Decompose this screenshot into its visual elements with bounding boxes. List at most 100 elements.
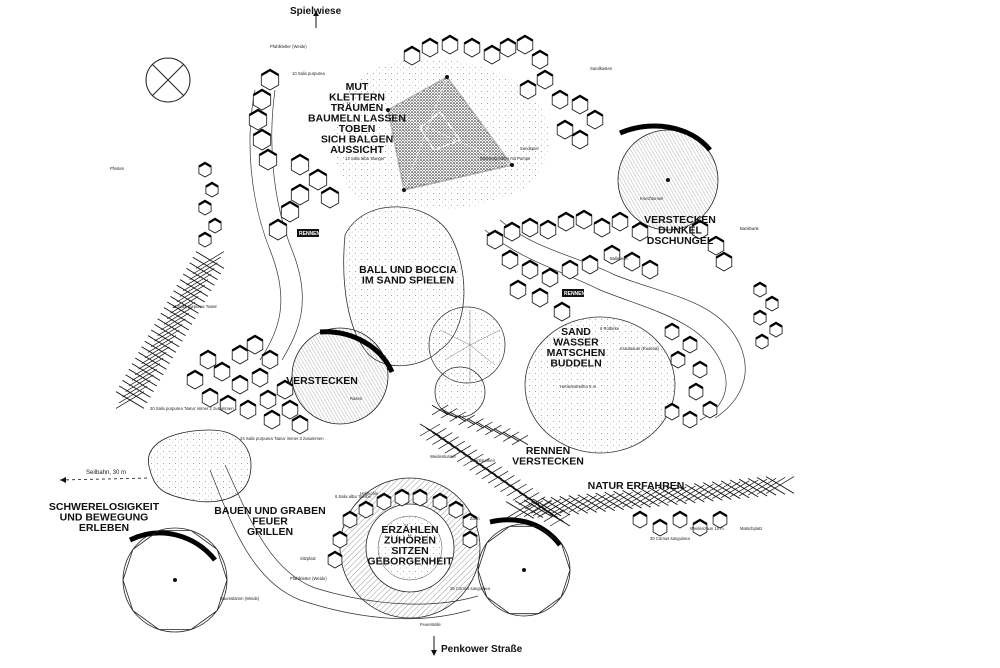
- shrub-hex: [199, 350, 217, 370]
- shrub-hex: [692, 519, 708, 537]
- shrub-hex: [358, 501, 374, 519]
- shrub-hex: [631, 222, 649, 242]
- shrub-hex-edge: [631, 221, 649, 229]
- shrub-hex-edge: [263, 409, 281, 417]
- plant-note: 20 Salix purpurea 'Nana' immer 2 zusamme…: [150, 406, 234, 411]
- shrub-hex: [682, 411, 698, 429]
- shrub-hex-edge: [320, 186, 340, 195]
- plant-note: Sandkasten: [590, 66, 613, 71]
- shrub-hex: [531, 288, 549, 308]
- shrub-hex-edge: [586, 109, 604, 117]
- plant-note: Baumstamm (Weide): [220, 596, 260, 601]
- shrub-hex: [462, 531, 478, 549]
- shrub-hex-edge: [280, 200, 300, 209]
- shrub-hex: [652, 519, 668, 537]
- plant-note: Matschplatz: [740, 526, 762, 531]
- shrub-hex-edge: [261, 349, 279, 357]
- plant-note: Bankbank: [740, 226, 760, 231]
- shrub-hex: [320, 187, 340, 209]
- shrub-hex: [342, 511, 358, 529]
- shrub-hex: [712, 511, 728, 529]
- shrub-hex-edge: [519, 79, 537, 87]
- shrub-hex-edge: [463, 37, 481, 45]
- shrub-hex: [672, 511, 688, 529]
- shrub-hex: [198, 232, 212, 248]
- shrub-hex-edge: [342, 510, 358, 518]
- shrub-hex-edge: [231, 374, 249, 382]
- heading-penkower-strasse: Penkower Straße: [441, 644, 523, 655]
- shrub-hex: [462, 513, 478, 531]
- shrub-hex-edge: [198, 199, 212, 206]
- shrub-hex-edge: [536, 69, 554, 77]
- shrub-hex-edge: [291, 414, 309, 422]
- shrub-hex: [521, 218, 539, 238]
- shrub-hex: [332, 531, 348, 549]
- shrub-hex-edge: [186, 369, 204, 377]
- shrub-hex: [536, 70, 554, 90]
- shrub-hex-edge: [259, 389, 277, 397]
- plant-note: 6 Salix alba 'Sterbe': [335, 494, 372, 499]
- shrub-hex-edge: [571, 94, 589, 102]
- shrub-hex: [441, 35, 459, 55]
- shrub-hex: [308, 169, 328, 191]
- shrub-hex-edge: [462, 512, 478, 520]
- shrub-hex-edge: [521, 217, 539, 225]
- shrub-hex: [290, 184, 310, 206]
- shrub-hex: [509, 280, 527, 300]
- plant-notes: Pfahlkletter (Weide)10 Salix purpurea14 …: [110, 44, 762, 627]
- plant-note: Weidenzaun 10 m: [690, 526, 724, 531]
- plant-note: 30 Cornus sanguinea: [650, 536, 690, 541]
- shrub-hex: [575, 210, 593, 230]
- shrub-hex: [571, 130, 589, 150]
- spielwiese-arrow-icon: [313, 11, 319, 28]
- plant-note: Sandspiel: [520, 146, 538, 151]
- shrub-hex: [531, 50, 549, 70]
- shrub-hex-edge: [258, 148, 278, 157]
- plant-note: Wasserbehälter mit Pumpe: [480, 156, 531, 161]
- shrub-hex-edge: [652, 518, 668, 526]
- shrub-hex: [755, 334, 769, 350]
- shrub-hex-edge: [281, 399, 299, 407]
- shrub-hex: [581, 255, 599, 275]
- shrub-hex: [670, 351, 686, 369]
- svg-text:RENNEN: RENNEN: [299, 231, 321, 237]
- plant-note: 24 Salix purpurea 'Nana' immer 3 zusamme…: [240, 436, 324, 441]
- shrub-hex: [571, 95, 589, 115]
- plant-note: Zaun: [470, 516, 480, 521]
- shrub-hex-edge: [499, 37, 517, 45]
- shrub-hex: [692, 361, 708, 379]
- plant-note: Holzkohle: [360, 491, 379, 496]
- zone-label-natur: NATUR ERFAHREN: [588, 480, 685, 492]
- shrub-hex: [553, 302, 571, 322]
- shrub-hex-edge: [641, 259, 659, 267]
- shrub-hex-edge: [765, 295, 779, 302]
- shrub-hex: [769, 322, 783, 338]
- shrub-hex: [201, 388, 219, 408]
- plant-note: Krautsaum (Ruderal): [620, 346, 659, 351]
- shrub-hex: [260, 69, 280, 91]
- shrub-hex-edge: [603, 244, 621, 252]
- shrub-hex-edge: [327, 550, 343, 558]
- shrub-hex: [715, 252, 733, 272]
- shrub-hex: [327, 551, 343, 569]
- shrub-hex-edge: [712, 510, 728, 518]
- shrub-groups: [122, 34, 783, 630]
- shrub-hex: [519, 80, 537, 100]
- shrub-hex: [632, 511, 648, 529]
- shrub-hex: [252, 129, 272, 151]
- shrub-hex-edge: [611, 211, 629, 219]
- shrub-hex: [561, 260, 579, 280]
- shrub-hex: [593, 218, 611, 238]
- shrub-hex: [198, 200, 212, 216]
- shrub-hex: [688, 383, 704, 401]
- shrub-hex-edge: [252, 88, 272, 97]
- plant-note: Sitzplatz: [300, 556, 316, 561]
- shrub-hex-edge: [201, 387, 219, 395]
- shrub-hex: [259, 390, 277, 410]
